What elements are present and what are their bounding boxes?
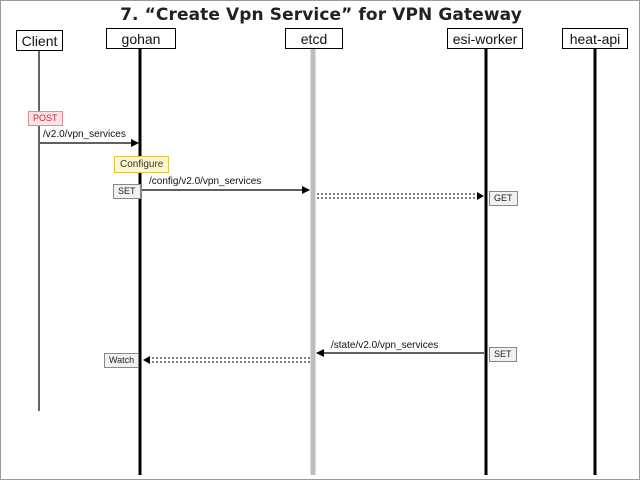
post-tag: POST xyxy=(28,111,63,126)
actor-client: Client xyxy=(16,30,63,51)
actor-heat-api: heat-api xyxy=(562,28,628,49)
configure-tag: Configure xyxy=(114,156,170,173)
message-label-client-to-gohan: /v2.0/vpn_services xyxy=(43,129,126,140)
actor-esi-worker: esi-worker xyxy=(447,28,523,49)
watch-tag: Watch xyxy=(104,353,140,368)
arrow-etcd-to-esi-worker xyxy=(317,192,484,200)
actor-gohan: gohan xyxy=(106,28,176,49)
set-tag-gohan: SET xyxy=(113,184,141,199)
message-label-gohan-to-etcd: /config/v2.0/vpn_services xyxy=(149,176,262,187)
message-label-esi-to-etcd: /state/v2.0/vpn_services xyxy=(331,340,439,351)
arrow-etcd-to-gohan xyxy=(143,356,310,364)
get-tag-esi-worker: GET xyxy=(489,191,518,206)
diagram-title: 7. “Create Vpn Service” for VPN Gateway xyxy=(120,5,522,25)
set-tag-esi-worker: SET xyxy=(489,347,517,362)
actor-etcd: etcd xyxy=(285,28,343,49)
